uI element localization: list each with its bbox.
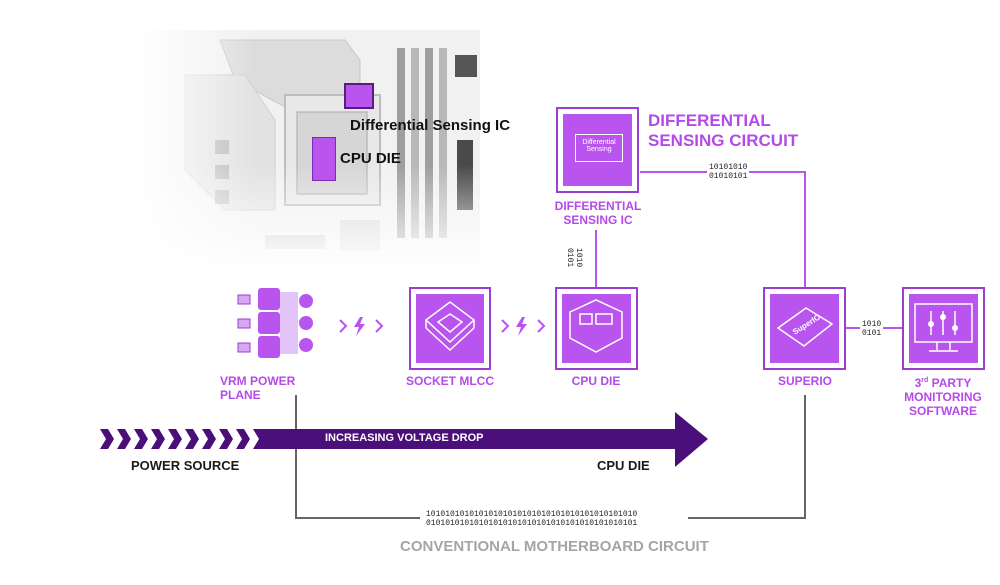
motherboard-cpu-die bbox=[312, 137, 336, 181]
ic-chip-text-2: Sensing bbox=[586, 146, 612, 153]
socket-mlcc-box bbox=[409, 287, 491, 370]
software-line2: MONITORING bbox=[904, 390, 982, 404]
differential-sensing-ic-box: Differential Sensing bbox=[556, 107, 639, 193]
superio-label: SUPERIO bbox=[777, 374, 832, 388]
bits-bottom: 1010101010101010101010101010101010101010… bbox=[426, 510, 637, 528]
monitoring-software-box bbox=[902, 287, 985, 370]
power-flow-arrow-1 bbox=[338, 315, 388, 337]
power-source-label: POWER SOURCE bbox=[131, 458, 240, 473]
title-line2: SENSING CIRCUIT bbox=[648, 131, 799, 150]
superio-box: SuperIO bbox=[763, 287, 846, 370]
bits-bottom-2: 0101010101010101010101010101010101010101… bbox=[426, 519, 638, 528]
software-line1: 3rd PARTY bbox=[893, 374, 993, 390]
bits-vertical: 1010 0101 bbox=[564, 248, 584, 270]
bits-vertical-2: 0101 bbox=[565, 248, 574, 268]
cpu-die-box bbox=[555, 287, 638, 370]
cpu-die-voltage-label: CPU DIE bbox=[597, 458, 650, 473]
conventional-circuit-caption: CONVENTIONAL MOTHERBOARD CIRCUIT bbox=[400, 538, 709, 555]
voltage-drop-text: INCREASING VOLTAGE DROP bbox=[325, 432, 484, 444]
power-flow-arrow-2 bbox=[500, 315, 550, 337]
motherboard-die-label: CPU DIE bbox=[340, 150, 401, 167]
bits-top: 10101010 01010101 bbox=[707, 163, 750, 181]
cpu-die-label: CPU DIE bbox=[571, 374, 621, 388]
motherboard-ic-label: Differential Sensing IC bbox=[350, 117, 511, 134]
ic-label-line2: SENSING IC bbox=[563, 213, 633, 227]
bits-right: 1010 0101 bbox=[860, 320, 884, 338]
motherboard-ic-chip bbox=[344, 83, 374, 109]
monitoring-software-label: 3rd PARTY MONITORING SOFTWARE bbox=[893, 374, 993, 418]
vrm-power-plane-label: VRM POWER PLANE bbox=[220, 374, 296, 402]
ic-chip-text-1: Differential bbox=[582, 139, 616, 146]
ic-label-line1: DIFFERENTIAL bbox=[554, 199, 642, 213]
software-line3: SOFTWARE bbox=[909, 404, 977, 418]
ic-chip: Differential Sensing bbox=[575, 134, 623, 162]
socket-mlcc-label: SOCKET MLCC bbox=[406, 374, 494, 388]
differential-sensing-ic-label: DIFFERENTIAL SENSING IC bbox=[548, 199, 648, 227]
differential-sensing-circuit-title: DIFFERENTIAL SENSING CIRCUIT bbox=[648, 111, 798, 151]
bits-right-1: 1010 bbox=[862, 320, 882, 329]
software-line1-sup: rd bbox=[921, 377, 929, 384]
vrm-power-plane-icon bbox=[234, 288, 324, 358]
bits-top-1: 10101010 bbox=[709, 163, 748, 172]
software-line1-rest: PARTY bbox=[928, 376, 972, 390]
bits-vertical-1: 1010 bbox=[574, 248, 583, 268]
title-line1: DIFFERENTIAL bbox=[648, 111, 771, 130]
voltage-drop-arrow bbox=[100, 412, 710, 468]
software-line1-num: 3 bbox=[914, 376, 922, 390]
bits-bottom-1: 1010101010101010101010101010101010101010… bbox=[426, 510, 638, 519]
bits-right-2: 0101 bbox=[862, 329, 882, 338]
bits-top-2: 01010101 bbox=[709, 172, 748, 181]
